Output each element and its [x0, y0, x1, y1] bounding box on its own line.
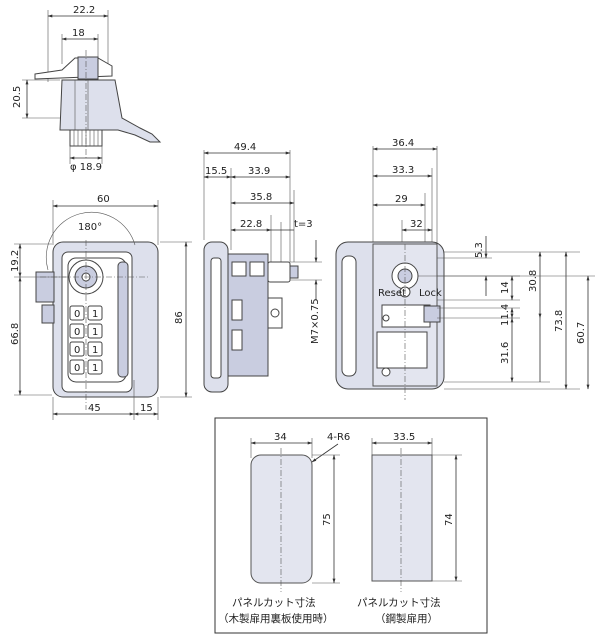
dim-66-8: 66.8 — [10, 323, 21, 345]
dim-19-2: 19.2 — [10, 250, 21, 272]
panel-cut-steel: 33.5 74 パネルカット寸法 （鋼製扉用） — [357, 432, 462, 625]
caption-wood-1: パネルカット寸法 — [232, 596, 316, 609]
dim-30-8: 30.8 — [528, 270, 539, 292]
key-0-d[interactable] — [69, 359, 85, 375]
rear-view: 36.4 33.3 29 32 Reset Lock — [335, 138, 595, 400]
dim-phi-18-9: φ 18.9 — [70, 162, 102, 173]
dim-75: 75 — [322, 513, 333, 526]
dim-4-r6: 4-R6 — [327, 432, 350, 443]
mark-reset: Reset — [378, 288, 406, 299]
mark-lock: Lock — [419, 288, 442, 299]
dim-34: 34 — [274, 432, 287, 443]
svg-text:1: 1 — [92, 345, 98, 356]
key-0-a[interactable] — [69, 305, 85, 321]
svg-text:1: 1 — [92, 309, 98, 320]
dim-20-5: 20.5 — [12, 86, 23, 108]
svg-text:0: 0 — [74, 309, 80, 320]
dim-74: 74 — [444, 513, 455, 526]
dim-33-3: 33.3 — [392, 165, 414, 176]
dim-86: 86 — [174, 311, 185, 324]
caption-steel-2: （鋼製扉用） — [375, 612, 438, 625]
key-0-c[interactable] — [69, 341, 85, 357]
svg-text:1: 1 — [92, 327, 98, 338]
panel-cut-wood: 34 4-R6 75 パネルカット寸法 （木製扉用裏板使用時） — [218, 432, 350, 625]
caption-steel-1: パネルカット寸法 — [357, 596, 441, 609]
dim-22-8: 22.8 — [240, 219, 262, 230]
dim-15-5: 15.5 — [205, 166, 227, 177]
dim-t3: t=3 — [294, 219, 313, 230]
keypad: 0 1 0 1 0 1 0 1 — [69, 305, 103, 375]
dim-14: 14 — [500, 281, 511, 294]
dim-32: 32 — [410, 219, 423, 230]
front-view: 60 180° 0 1 0 1 0 1 0 1 — [10, 194, 192, 420]
dim-60: 60 — [97, 194, 110, 205]
dim-22-2: 22.2 — [73, 5, 95, 16]
dim-18: 18 — [72, 28, 85, 39]
svg-text:0: 0 — [74, 327, 80, 338]
top-view: 22.2 18 20.5 φ 18.9 — [12, 5, 162, 173]
dim-45: 45 — [88, 403, 101, 414]
key-1-a[interactable] — [87, 305, 103, 321]
key-1-d[interactable] — [87, 359, 103, 375]
dim-73-8: 73.8 — [554, 310, 565, 332]
side-view: 49.4 15.5 33.9 35.8 22.8 t=3 M7×0.75 — [203, 142, 322, 393]
dim-33-9: 33.9 — [248, 166, 270, 177]
dim-m7: M7×0.75 — [310, 298, 321, 344]
svg-text:0: 0 — [74, 345, 80, 356]
key-1-c[interactable] — [87, 341, 103, 357]
dim-49-4: 49.4 — [234, 142, 256, 153]
dim-33-5: 33.5 — [393, 432, 415, 443]
svg-text:1: 1 — [92, 363, 98, 374]
svg-text:0: 0 — [74, 363, 80, 374]
dim-36-4: 36.4 — [392, 138, 414, 149]
dim-5-3: 5.3 — [474, 242, 485, 258]
key-0-b[interactable] — [69, 323, 85, 339]
dim-11-4: 11.4 — [500, 304, 511, 326]
dim-60-7: 60.7 — [576, 322, 587, 344]
panel-cut-box: 34 4-R6 75 パネルカット寸法 （木製扉用裏板使用時） 33.5 74 … — [214, 417, 488, 634]
dim-180-deg: 180° — [78, 222, 102, 233]
dim-31-6: 31.6 — [500, 342, 511, 364]
dim-15: 15 — [140, 403, 153, 414]
dim-35-8: 35.8 — [250, 192, 272, 203]
dim-29: 29 — [395, 194, 408, 205]
key-1-b[interactable] — [87, 323, 103, 339]
caption-wood-2: （木製扉用裏板使用時） — [218, 612, 334, 625]
